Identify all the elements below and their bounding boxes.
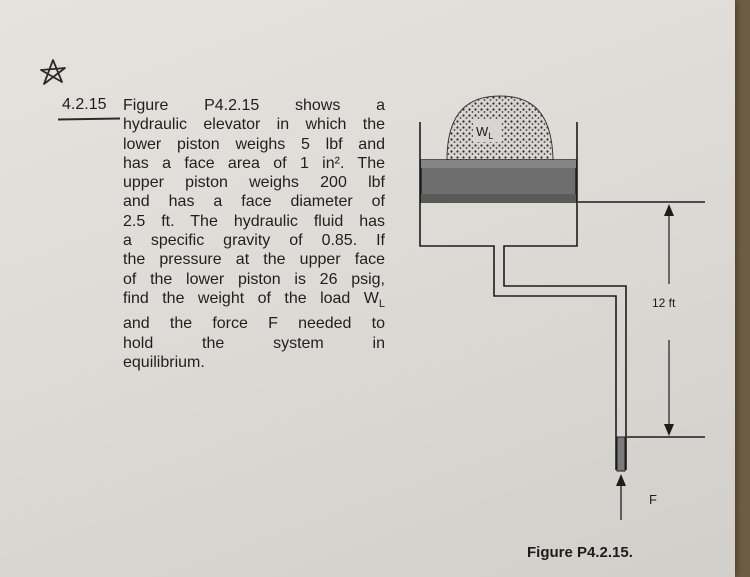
problem-line: hold the system in xyxy=(123,334,385,352)
problem-line: equilibrium. xyxy=(123,354,205,372)
problem-line-load: find the weight of the load WL xyxy=(123,289,385,314)
problem-line: and has a face diameter of xyxy=(123,193,385,211)
problem-line: has a face area of 1 in². The xyxy=(123,154,385,172)
height-label: 12 ft xyxy=(652,296,676,310)
problem-line: Figure P4.2.15 shows a xyxy=(123,97,385,114)
problem-line: hydraulic elevator in which the xyxy=(123,116,385,134)
force-arrow-icon xyxy=(616,474,626,486)
problem-line-load-text: find the weight of the load W xyxy=(123,289,379,307)
star-mark-icon xyxy=(40,59,66,85)
problem-line: upper piston weighs 200 lbf xyxy=(123,174,385,192)
problem-line: the pressure at the upper face xyxy=(123,251,385,269)
figure-caption: Figure P4.2.15. xyxy=(527,544,633,561)
problem-line: lower piston weighs 5 lbf and xyxy=(123,135,385,153)
arrow-down-icon xyxy=(664,424,674,436)
problem-load-subscript: L xyxy=(378,298,385,311)
problem-line: of the lower piston is 26 psig, xyxy=(123,270,385,288)
problem-statement: Figure P4.2.15 shows a hydraulic elevato… xyxy=(123,96,385,372)
load-label-box xyxy=(473,120,501,142)
load-label: WL xyxy=(476,124,493,141)
force-label: F xyxy=(649,492,657,507)
arrow-up-icon xyxy=(664,204,674,216)
problem-line: a specific gravity of 0.85. If xyxy=(123,232,385,250)
upper-cylinder xyxy=(419,122,627,470)
problem-line: 2.5 ft. The hydraulic fluid has xyxy=(123,212,385,230)
problem-number: 4.2.15 xyxy=(62,96,107,113)
lower-piston xyxy=(616,436,626,472)
problem-line: and the force F needed to xyxy=(123,315,385,333)
